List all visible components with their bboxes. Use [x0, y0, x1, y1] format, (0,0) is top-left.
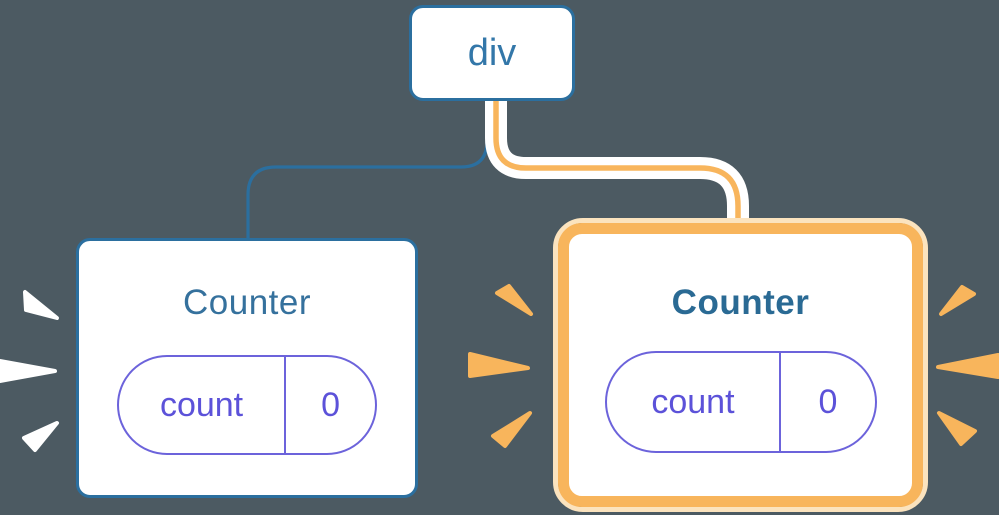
- burst-triangle: [23, 290, 59, 320]
- state-pill: count 0: [117, 355, 377, 455]
- state-value: 0: [818, 382, 838, 421]
- burst-triangle: [936, 353, 999, 379]
- burst-triangle: [939, 285, 976, 316]
- tree-node-div-label: div: [467, 31, 517, 74]
- burst-triangle: [495, 284, 533, 316]
- burst-marks: [0, 284, 999, 452]
- left-burst: [0, 290, 59, 452]
- tree-node-div: div: [409, 5, 575, 101]
- counter-card-right-highlight: Counter count 0: [553, 218, 928, 512]
- burst-triangle: [937, 411, 977, 446]
- counter-card-right: Counter count 0: [558, 223, 923, 507]
- right-burst: [936, 285, 999, 446]
- middle-burst: [468, 284, 533, 448]
- state-key: count: [119, 357, 287, 453]
- burst-triangle: [0, 359, 57, 383]
- state-pill: count 0: [604, 351, 877, 453]
- counter-card-left: Counter count 0: [76, 238, 418, 498]
- burst-triangle: [22, 421, 59, 452]
- state-key: count: [607, 353, 782, 451]
- edge-core: [493, 101, 741, 224]
- edge-root-to-right-counter: [485, 101, 749, 224]
- burst-triangle: [491, 411, 532, 448]
- state-value: 0: [321, 385, 340, 424]
- edge-casing: [485, 101, 749, 224]
- edge-root-to-left-counter: [246, 101, 489, 241]
- counter-title: Counter: [671, 283, 810, 322]
- burst-triangle: [468, 352, 530, 378]
- counter-title: Counter: [182, 283, 312, 322]
